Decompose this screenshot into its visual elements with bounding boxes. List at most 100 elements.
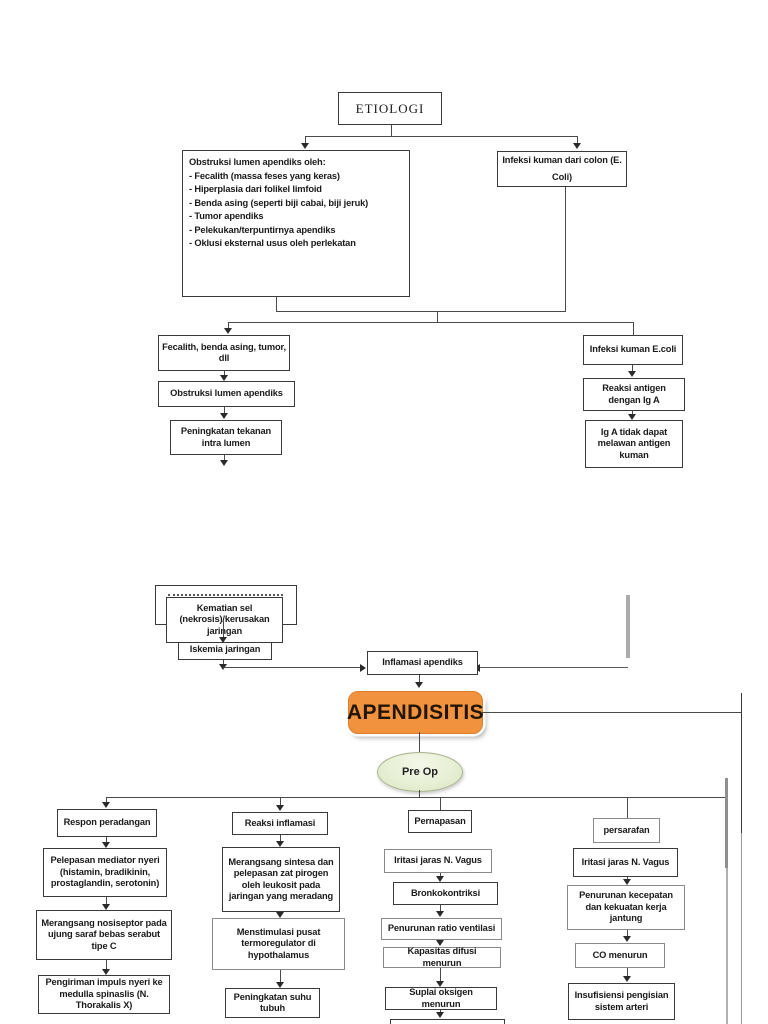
col3-box: Penurunan ratio ventilasi: [381, 918, 502, 940]
connector-line: [480, 667, 628, 668]
connector-line: [106, 797, 107, 802]
arrow-down-icon: [628, 371, 636, 377]
connector-line: [224, 455, 225, 460]
col4-box: Insufisiensi pengisian sistem arteri: [568, 983, 675, 1020]
connector-line: [305, 136, 577, 137]
arrow-down-icon: [623, 879, 631, 885]
connector-line: [276, 311, 566, 312]
gray-connector-bar: [626, 595, 630, 658]
lumen-obstruction-box: Obstruksi lumen apendiks: [158, 381, 295, 407]
connector-line: [440, 873, 441, 876]
apendisitis-highlight-box: APENDISITIS: [347, 691, 484, 734]
arrow-down-icon: [628, 414, 636, 420]
connector-line: [223, 667, 361, 668]
arrow-right-icon: [360, 664, 366, 672]
connector-line: [627, 968, 628, 976]
col2-box: Merangsang sintesa dan pelepasan zat pir…: [222, 847, 340, 912]
connector-line: [223, 660, 224, 665]
etiologi-title-box: ETIOLOGI: [338, 92, 442, 125]
connector-line: [106, 797, 726, 798]
fecalith-box: Fecalith, benda asing, tumor, dll: [158, 335, 290, 371]
connector-line: [440, 797, 441, 810]
connector-line: [305, 136, 306, 143]
col2-header: Reaksi inflamasi: [232, 812, 328, 835]
arrow-down-icon: [102, 969, 110, 975]
list-item: - Tumor apendiks: [189, 211, 264, 221]
col3-box: Bronkokontriksi: [393, 882, 498, 905]
connector-line: [565, 187, 566, 311]
connector-line: [627, 877, 628, 879]
connector-line: [106, 960, 107, 969]
connector-line: [419, 732, 420, 752]
connector-line: [481, 712, 741, 713]
arrow-down-icon: [220, 460, 228, 466]
connector-line: [632, 365, 633, 371]
cell-death-box: Kematian sel (nekrosis)/kerusakan jaring…: [166, 597, 283, 643]
connector-line: [741, 693, 742, 833]
arrow-down-icon: [301, 143, 309, 149]
arrow-down-icon: [102, 802, 110, 808]
connector-line: [419, 790, 420, 797]
list-item: - Pelekukan/terpuntirnya apendiks: [189, 224, 336, 235]
col1-box: Merangsang nosiseptor pada ujung saraf b…: [36, 910, 172, 960]
pre-op-ellipse: Pre Op: [377, 752, 463, 792]
ecoli-infection-box: Infeksi kuman dari colon (E. Coli): [497, 151, 627, 187]
box-text-line: Infeksi kuman dari colon (E.: [502, 155, 622, 165]
connector-line: [106, 897, 107, 904]
col1-box: Pengiriman impuls nyeri ke medulla spina…: [38, 975, 170, 1014]
list-item: - Oklusi eksternal usus oleh perlekatan: [189, 238, 356, 248]
col3-header: Pernapasan: [408, 810, 472, 833]
connector-line: [726, 868, 728, 1024]
arrow-down-icon: [276, 982, 284, 988]
arrow-down-icon: [276, 912, 284, 918]
col2-box: Peningkatan suhu tubuh: [225, 988, 320, 1018]
connector-line: [627, 797, 628, 818]
col1-header: Respon peradangan: [57, 809, 157, 837]
obstruction-causes-box: Obstruksi lumen apendiks oleh: - Fecalit…: [182, 150, 410, 297]
list-item: - Benda asing (seperti biji cabai, biji …: [189, 197, 369, 208]
connector-line: [280, 797, 281, 805]
antigen-reaction-box: Reaksi antigen dengan Ig A: [583, 378, 685, 411]
connector-line: [741, 833, 742, 1024]
connector-line: [577, 136, 578, 143]
connector-line: [440, 968, 441, 981]
connector-line: [280, 835, 281, 841]
connector-line: [632, 411, 633, 414]
ecoli-box: Infeksi kuman E.coli: [583, 335, 683, 365]
arrow-down-icon: [573, 143, 581, 149]
connector-line: [627, 930, 628, 936]
connector-line: [228, 322, 633, 323]
col3-box: Iritasi jaras N. Vagus: [384, 849, 492, 873]
inflammation-box: Inflamasi apendiks: [367, 651, 478, 675]
arrow-down-icon: [436, 1012, 444, 1018]
box-text-line: Coli): [552, 172, 572, 182]
arrow-down-icon: [220, 413, 228, 419]
arrow-down-icon: [276, 805, 284, 811]
arrow-down-icon: [436, 981, 444, 987]
arrow-down-icon: [102, 904, 110, 910]
list-item: - Fecalith (massa feses yang keras): [189, 170, 340, 181]
connector-line: [419, 675, 420, 682]
iga-failure-box: Ig A tidak dapat melawan antigen kuman: [585, 420, 683, 468]
connector-line: [725, 778, 728, 868]
dashed-line: [168, 594, 283, 596]
arrow-down-icon: [436, 876, 444, 882]
connector-line: [633, 322, 634, 335]
connector-line: [224, 371, 225, 375]
arrow-down-icon: [224, 328, 232, 334]
arrow-down-icon: [276, 841, 284, 847]
arrow-down-icon: [219, 637, 227, 643]
connector-line: [224, 407, 225, 413]
connector-line: [276, 297, 277, 311]
arrow-down-icon: [415, 682, 423, 688]
list-item: - Hiperplasia dari folikel limfoid: [189, 184, 322, 194]
col2-box: Menstimulasi pusat termoregulator di hyp…: [212, 918, 345, 970]
connector-line: [391, 125, 392, 136]
arrow-down-icon: [436, 940, 444, 946]
connector-line: [223, 620, 224, 637]
col1-box: Pelepasan mediator nyeri (histamin, brad…: [43, 848, 167, 897]
col4-box: Iritasi jaras N. Vagus: [573, 848, 678, 877]
intraluminal-pressure-box: Peningkatan tekanan intra lumen: [170, 420, 282, 455]
arrow-down-icon: [436, 911, 444, 917]
